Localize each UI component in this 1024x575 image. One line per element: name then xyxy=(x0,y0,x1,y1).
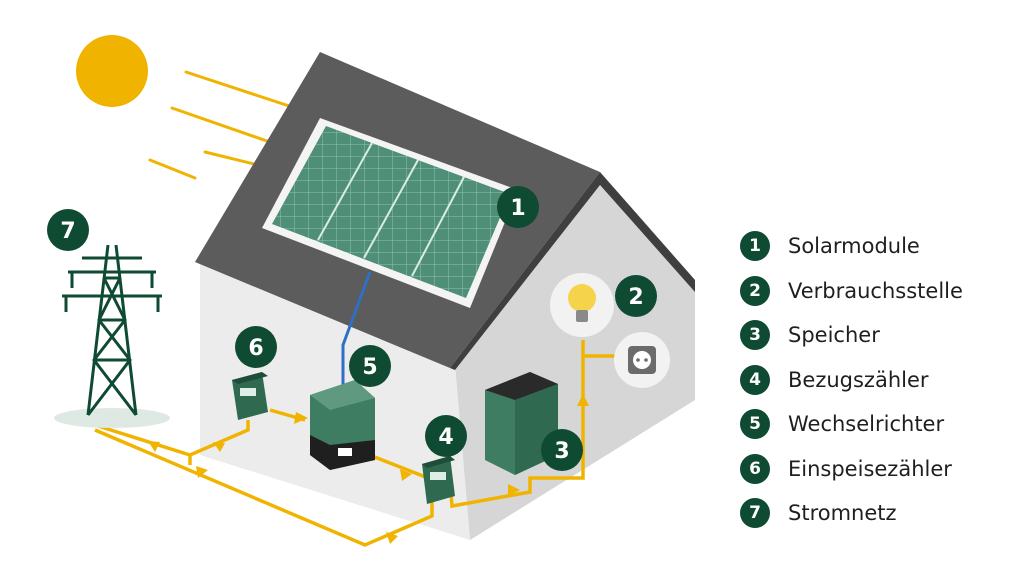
legend-badge: 2 xyxy=(740,275,770,306)
legend-badge: 3 xyxy=(740,320,770,351)
legend-item-speicher: 3 Speicher xyxy=(740,313,1024,358)
legend-label: Wechselrichter xyxy=(788,412,945,437)
svg-text:7: 7 xyxy=(60,219,75,244)
legend-label: Solarmodule xyxy=(788,234,920,259)
legend-label: Einspeisezähler xyxy=(788,456,952,481)
legend-label: Stromnetz xyxy=(788,501,897,526)
dc-cable xyxy=(341,271,372,388)
flow-arrows xyxy=(148,394,589,544)
legend-badge: 4 xyxy=(740,364,770,395)
legend-item-verbrauchsstelle: 2 Verbrauchsstelle xyxy=(740,269,1024,314)
legend-item-solarmodule: 1 Solarmodule xyxy=(740,224,1024,269)
legend-item-bezugszaehler: 4 Bezugszähler xyxy=(740,358,1024,403)
power-pylon-icon xyxy=(54,244,170,428)
legend-badge: 6 xyxy=(740,453,770,484)
svg-text:3: 3 xyxy=(554,439,569,464)
marker-import-meter: 4 xyxy=(425,415,467,457)
legend: 1 Solarmodule 2 Verbrauchsstelle 3 Speic… xyxy=(740,224,1024,536)
marker-feed-in-meter: 6 xyxy=(235,326,277,368)
marker-inverter: 5 xyxy=(349,345,391,387)
legend-badge: 7 xyxy=(740,498,770,529)
legend-label: Speicher xyxy=(788,323,880,348)
svg-text:4: 4 xyxy=(438,425,453,450)
marker-solar-panel: 1 xyxy=(497,186,539,228)
solar-panel xyxy=(262,118,518,308)
socket-icon xyxy=(614,332,670,388)
legend-badge: 5 xyxy=(740,409,770,440)
legend-badge: 1 xyxy=(740,231,770,262)
legend-label: Bezugszähler xyxy=(788,367,929,392)
legend-item-einspeisezaehler: 6 Einspeisezähler xyxy=(740,447,1024,492)
svg-text:5: 5 xyxy=(362,355,377,380)
marker-storage: 3 xyxy=(541,429,583,471)
energy-flow-lines xyxy=(94,340,625,547)
inverter xyxy=(310,380,375,470)
legend-item-stromnetz: 7 Stromnetz xyxy=(740,491,1024,536)
feed-in-meter xyxy=(232,372,268,420)
marker-consumer: 2 xyxy=(615,275,657,317)
light-bulb-icon xyxy=(550,273,614,337)
legend-item-wechselrichter: 5 Wechselrichter xyxy=(740,402,1024,447)
legend-label: Verbrauchsstelle xyxy=(788,278,963,303)
svg-text:6: 6 xyxy=(248,336,263,361)
sun-icon xyxy=(76,35,148,107)
marker-grid: 7 xyxy=(47,209,89,251)
roof-edge xyxy=(450,172,695,370)
svg-text:1: 1 xyxy=(510,196,525,221)
import-meter xyxy=(422,456,455,504)
svg-text:2: 2 xyxy=(628,285,643,310)
